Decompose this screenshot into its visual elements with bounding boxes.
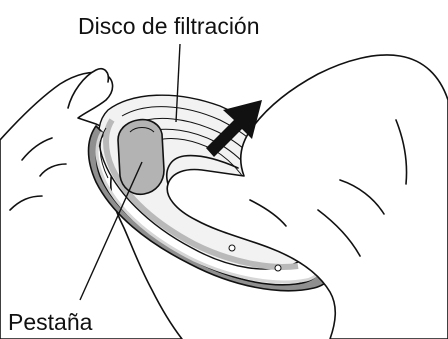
tab-label: Pestaña — [8, 309, 93, 335]
tab — [118, 120, 164, 195]
filter-disc-label: Disco de filtración — [78, 13, 260, 39]
right-hand — [167, 55, 448, 339]
